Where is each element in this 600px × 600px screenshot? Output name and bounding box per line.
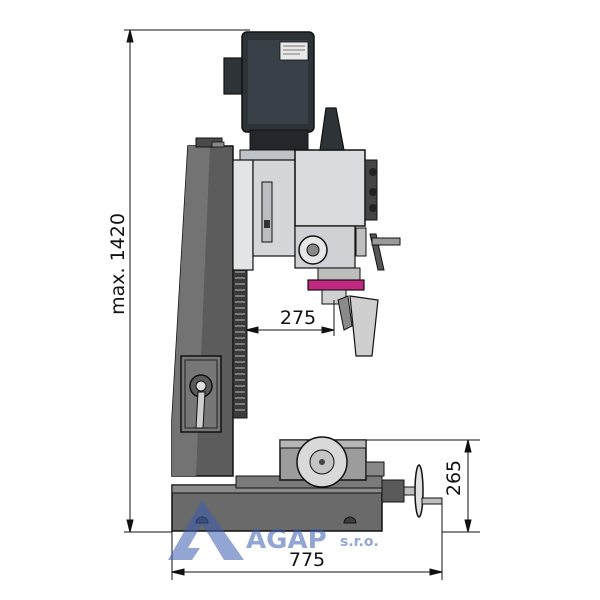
machine-drawing [171,31,443,532]
watermark-brand: AGAP [246,525,327,555]
height-adjust-panel [180,355,222,433]
dimension-lines [124,29,480,580]
motor [223,31,315,153]
agap-logo-mark [168,500,244,560]
cross-table [279,436,367,488]
head-top-tower [319,107,345,151]
drill-guard [349,295,379,357]
agap-watermark: AGAP s.r.o. [168,500,379,560]
table-height-dimension-label: 265 [443,460,465,496]
height-dimension-label: max. 1420 [107,213,129,315]
reach-dimension-label: 275 [280,307,316,329]
column-rack [232,267,248,419]
gear-head [232,149,366,271]
table-handwheel [365,461,443,518]
width-dimension-label: 775 [289,549,325,571]
feed-lever [355,227,401,271]
head-control-panel [364,159,378,221]
watermark-suffix: s.r.o. [340,534,379,550]
